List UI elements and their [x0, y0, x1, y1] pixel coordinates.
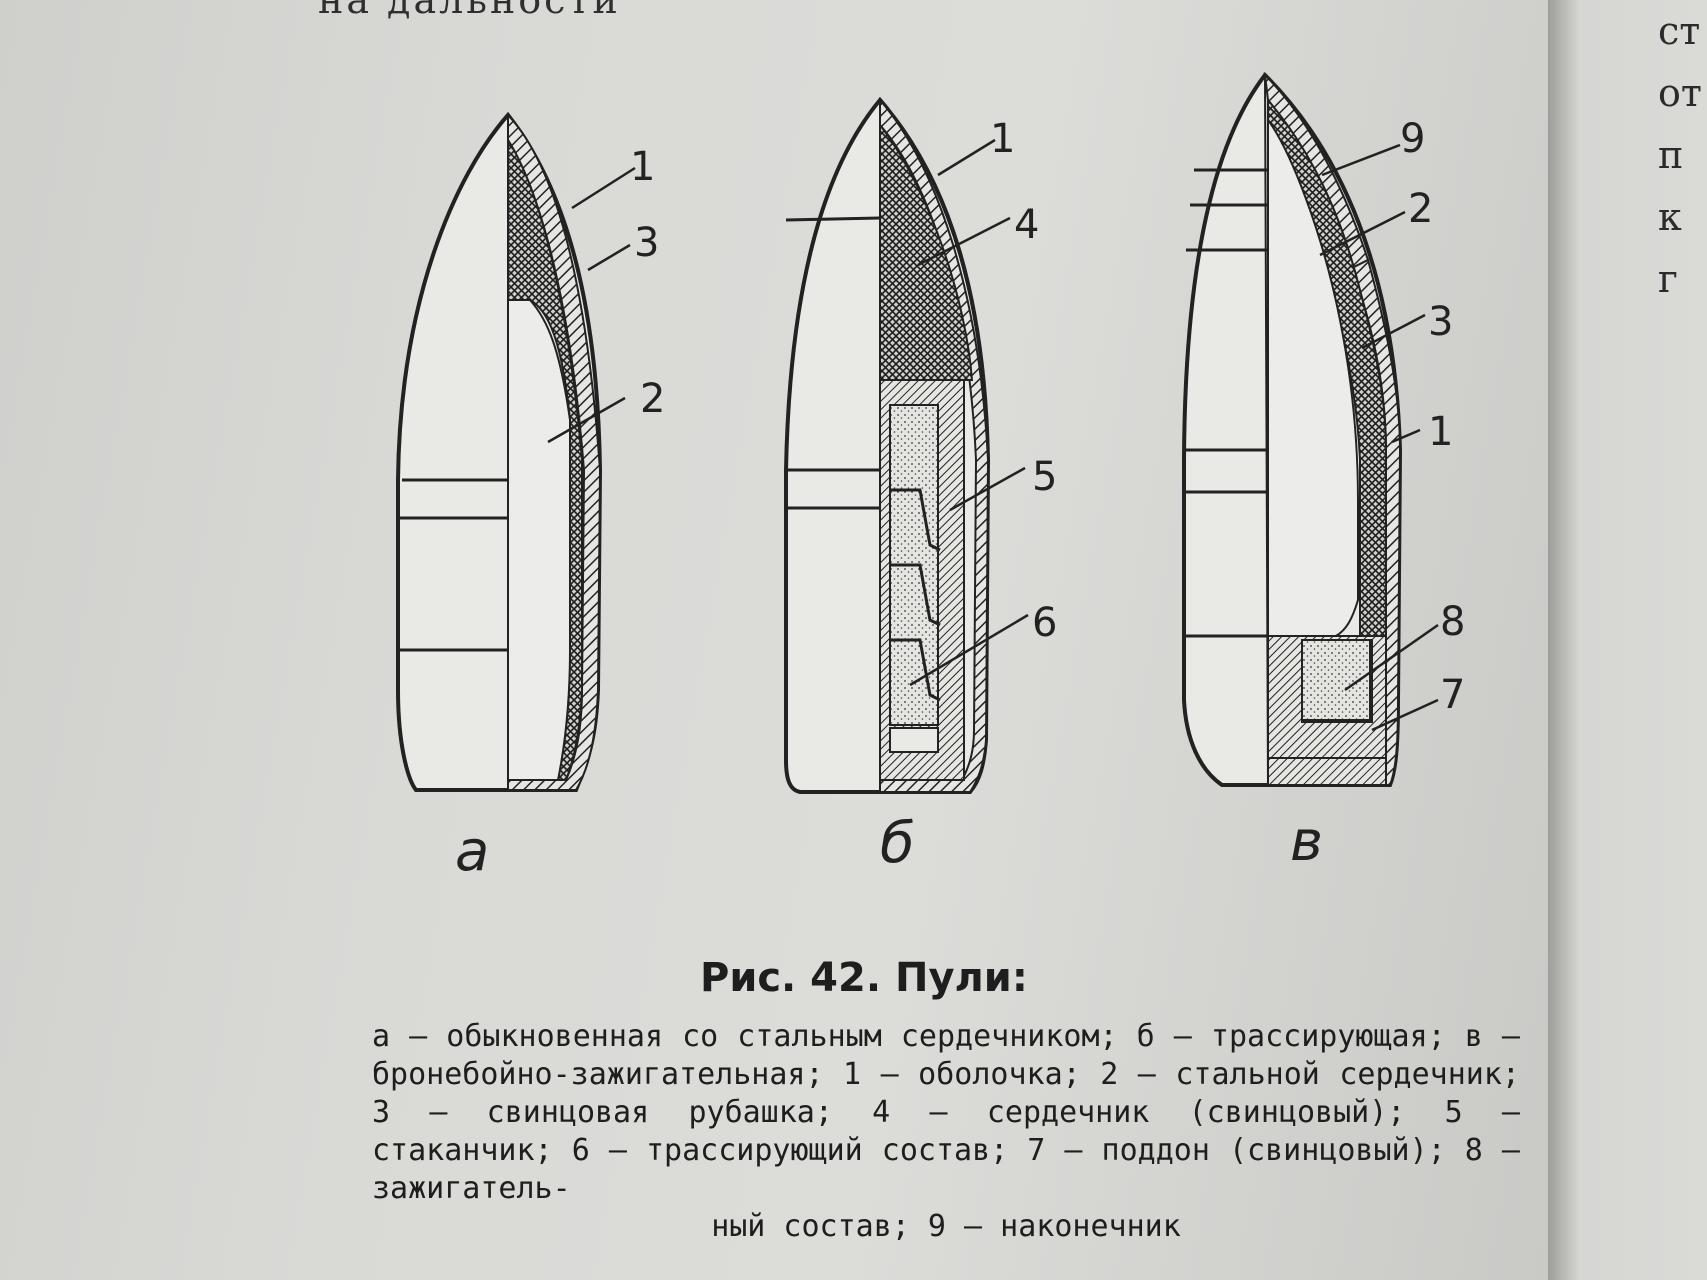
bullet-b-label: 6 — [1032, 600, 1057, 646]
bullet-v-label: 2 — [1408, 186, 1433, 232]
bullet-b-label: 1 — [990, 116, 1015, 162]
bullet-v-label: 1 — [1428, 409, 1453, 455]
adjacent-page — [1548, 0, 1707, 1280]
figure-title: Рис. 42. Пули: — [700, 955, 1028, 1001]
bullet-v-label: 8 — [1440, 599, 1465, 645]
bullet-v-label: 3 — [1428, 299, 1453, 345]
bullet-v: 9 2 3 1 8 7 в — [1182, 71, 1465, 874]
bullet-v-steel-core — [1267, 116, 1359, 637]
figure-caption: а — обыкновенная со стальным сердечником… — [372, 1018, 1520, 1246]
bullet-b: 1 4 5 6 б — [784, 96, 1057, 876]
bullet-a: 1 3 2 а — [396, 111, 665, 884]
bullet-a-letter: а — [455, 819, 489, 884]
margin-fragment: к — [1658, 195, 1682, 239]
margin-fragment: п — [1658, 133, 1684, 177]
bullet-a-steel-core — [507, 299, 571, 781]
bullet-v-letter: в — [1290, 809, 1323, 874]
caption-last-line: ный состав; 9 — наконечник — [711, 1209, 1181, 1244]
header-text-fragment: на дальности — [318, 0, 621, 22]
bullet-a-label: 3 — [634, 220, 659, 266]
right-margin-text: ст от п к г — [1658, 0, 1707, 310]
bullet-b-letter: б — [880, 811, 915, 876]
bullet-a-label: 2 — [640, 376, 665, 422]
bullet-v-label: 7 — [1440, 672, 1465, 718]
bullet-a-label: 1 — [630, 144, 655, 190]
bullet-b-label: 4 — [1014, 202, 1039, 248]
bullet-b-label: 5 — [1032, 454, 1057, 500]
bullet-b-lead-core — [879, 122, 974, 381]
margin-fragment: ст — [1658, 9, 1701, 53]
bullet-v-label: 9 — [1400, 116, 1425, 162]
margin-fragment: от — [1658, 71, 1702, 115]
bullets-figure: 1 3 2 а 1 4 5 6 б — [396, 71, 1465, 884]
caption-text: а — обыкновенная со стальным сердечником… — [372, 1019, 1520, 1206]
margin-fragment: г — [1658, 257, 1678, 301]
